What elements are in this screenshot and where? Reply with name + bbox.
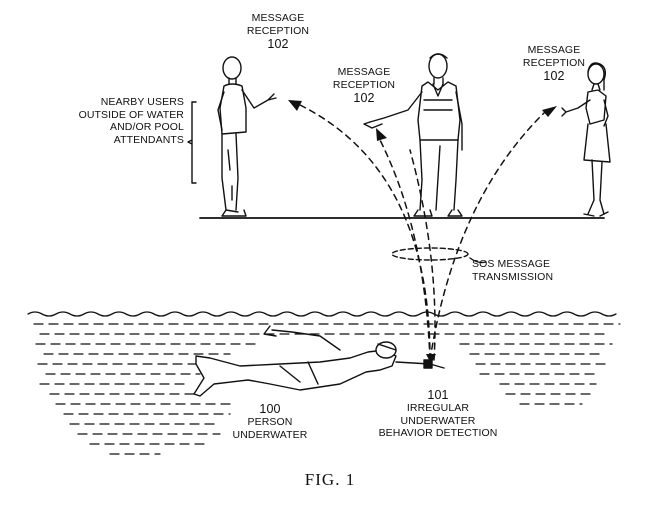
swimmer-figure — [193, 325, 445, 397]
message-reception-center-label: MESSAGE RECEPTION 102 — [324, 66, 404, 105]
transmission-arcs — [299, 104, 546, 361]
sos-transmission-label: SOS MESSAGE TRANSMISSION — [472, 258, 554, 283]
reference-number: 101 — [427, 388, 449, 402]
wrist-device — [423, 359, 433, 369]
reference-number: 102 — [353, 91, 375, 105]
underwater-dashes — [33, 323, 621, 455]
water-surface — [27, 311, 617, 317]
reference-number: 100 — [259, 402, 281, 416]
sos-transmission-ring — [391, 247, 469, 261]
arrow-heads — [288, 100, 557, 364]
reference-number: 102 — [543, 69, 565, 83]
sos-leader-line — [469, 257, 487, 264]
message-reception-right-label: MESSAGE RECEPTION 102 — [514, 44, 594, 83]
figure-caption: FIG. 1 — [304, 470, 356, 489]
right-user-figure — [561, 62, 611, 217]
person-underwater-label: 100 PERSON UNDERWATER — [228, 402, 312, 441]
bracket — [187, 101, 197, 184]
nearby-users-label: NEARBY USERS OUTSIDE OF WATER AND/OR POO… — [78, 96, 184, 146]
center-user-figure — [363, 53, 463, 217]
reference-number: 102 — [267, 37, 289, 51]
message-reception-left-label: MESSAGE RECEPTION 102 — [238, 12, 318, 51]
left-user-figure — [217, 56, 277, 217]
behavior-detection-label: 101 IRREGULAR UNDERWATER BEHAVIOR DETECT… — [370, 388, 506, 440]
